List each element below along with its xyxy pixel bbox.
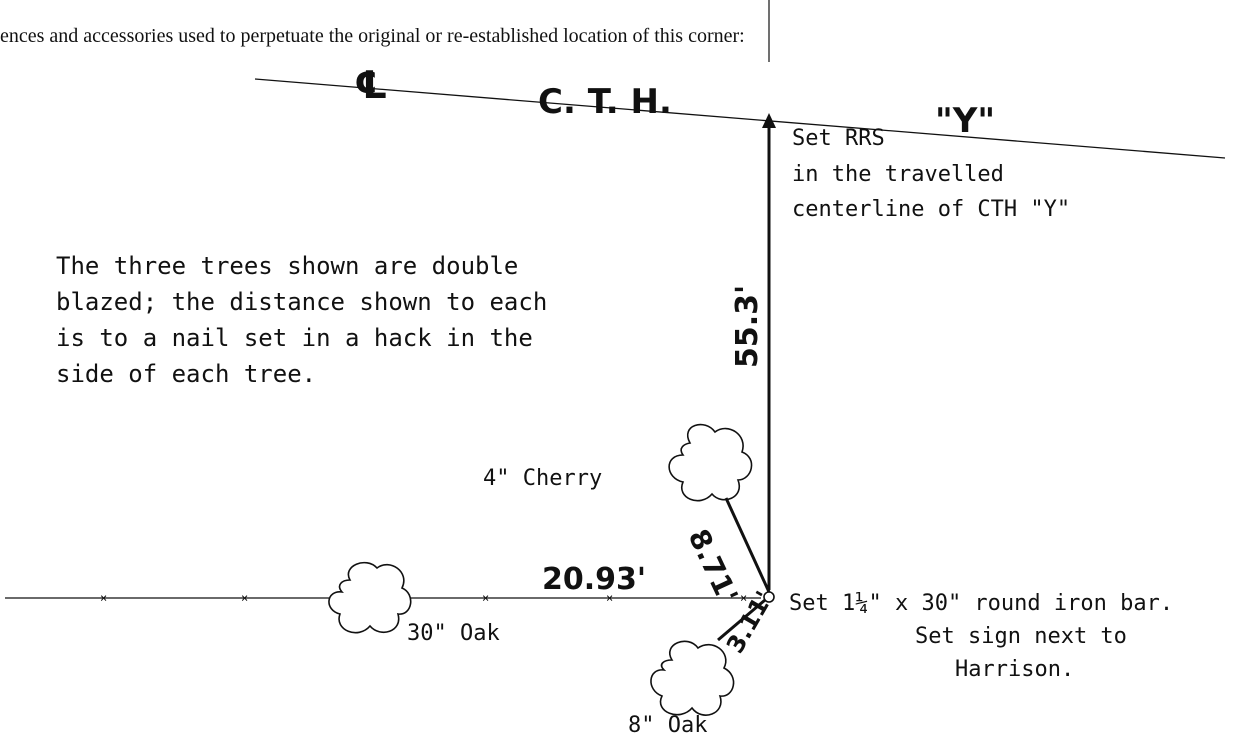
road-letter: "Y" xyxy=(935,101,995,141)
rrs-note: Set RRS in the travelled centerline of C… xyxy=(792,126,1070,222)
rrs-note-line-2: in the travelled xyxy=(792,162,1004,187)
corner-note-line-3: Harrison. xyxy=(955,657,1074,682)
corner-note: Set 1¼" x 30" round iron bar. Set sign n… xyxy=(789,591,1186,682)
line-to-cherry xyxy=(724,497,771,593)
corner-monument-icon xyxy=(763,591,775,603)
road-centerline xyxy=(254,78,1226,159)
trees-note-line-3: is to a nail set in a hack in the xyxy=(56,324,533,352)
road-name: C. T. H. xyxy=(538,82,672,122)
section-line-marks: × × × × × xyxy=(100,591,747,605)
oak30-tree-icon xyxy=(328,562,412,634)
header-text: ences and accessories used to perpetuate… xyxy=(0,25,745,47)
oak8-label: 8" Oak xyxy=(628,713,707,738)
corner-note-line-1: Set 1¼" x 30" round iron bar. xyxy=(789,591,1173,616)
distance-to-oak30: 20.93' xyxy=(542,562,646,597)
corner-note-line-2: Set sign next to xyxy=(915,624,1127,649)
trees-note-line-2: blazed; the distance shown to each xyxy=(56,288,547,316)
oak8-tree-icon xyxy=(650,640,735,716)
rrs-arrow-icon xyxy=(762,113,776,128)
cherry-label: 4" Cherry xyxy=(483,466,602,491)
oak30-label: 30" Oak xyxy=(407,621,500,646)
cherry-tree-icon xyxy=(668,423,753,502)
distance-to-cherry: 8.71' xyxy=(682,524,745,608)
rrs-note-line-1: Set RRS xyxy=(792,126,885,151)
rrs-note-line-3: centerline of CTH "Y" xyxy=(792,197,1070,222)
trees-note-line-1: The three trees shown are double xyxy=(56,252,518,280)
line-to-oak8 xyxy=(717,598,766,642)
distance-to-rrs: 55.3' xyxy=(730,285,765,368)
trees-note-line-4: side of each tree. xyxy=(56,360,316,388)
trees-note: The three trees shown are double blazed;… xyxy=(56,252,562,388)
centerline-symbol: ℄ xyxy=(354,63,388,107)
